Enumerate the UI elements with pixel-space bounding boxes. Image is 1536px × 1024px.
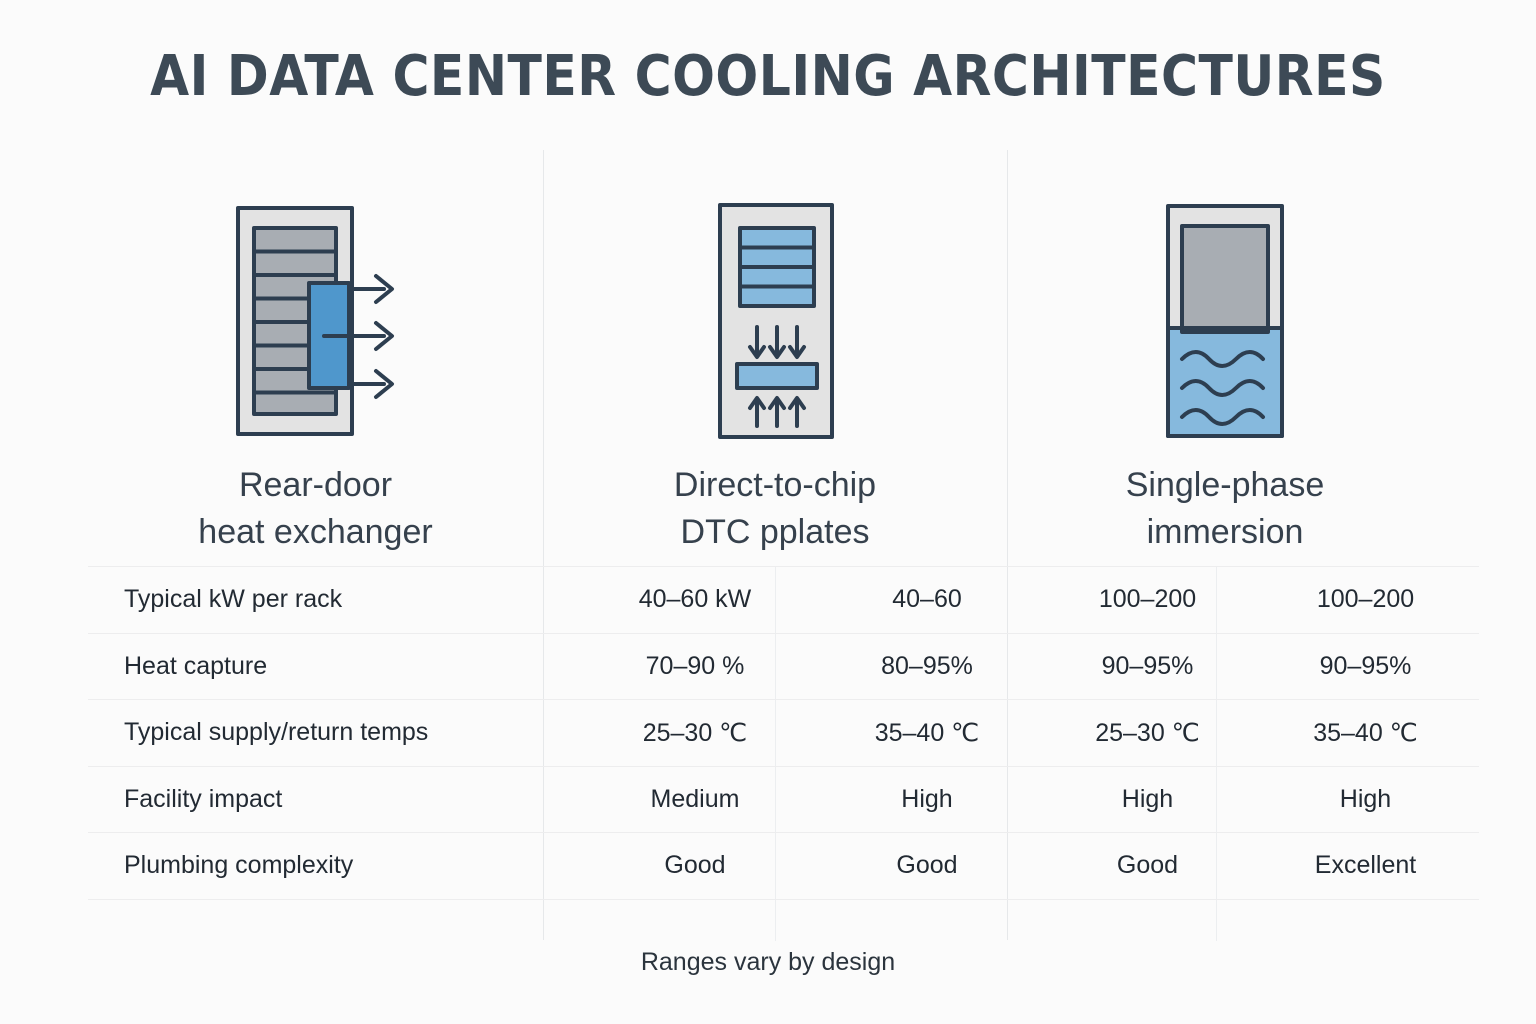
- row-value: 25–30 ℃: [1043, 699, 1252, 766]
- row-value: Good: [811, 832, 1043, 900]
- row-value: 100–200: [1252, 566, 1479, 633]
- row-value: 70–90 %: [579, 632, 811, 700]
- table-row: Heat capture 70–90 % 80–95% 90–95% 90–95…: [88, 632, 1479, 700]
- column-divider-1: [543, 150, 544, 940]
- row-value: High: [811, 765, 1043, 833]
- icon-row: [0, 196, 1536, 446]
- column-heading-line2: immersion: [1146, 513, 1304, 551]
- column-heading-row: Rear-door heat exchanger Direct-to-chip …: [0, 462, 1536, 566]
- icon-slot-direct-to-chip: [543, 196, 1007, 446]
- row-value: 100–200: [1043, 566, 1252, 633]
- icon-slot-immersion: [1007, 196, 1443, 446]
- table-row: Typical supply/return temps 25–30 ℃ 35–4…: [88, 699, 1479, 766]
- row-value: 80–95%: [811, 632, 1043, 700]
- column-heading-line1: Rear-door: [238, 466, 393, 504]
- footnote: Ranges vary by design: [640, 948, 896, 976]
- table-row: Facility impact Medium High High High: [88, 765, 1479, 833]
- page-title: AI DATA CENTER COOLING ARCHITECTURES: [150, 44, 1386, 109]
- row-label: Typical supply/return temps: [88, 699, 579, 766]
- table-row: Typical kW per rack 40–60 kW 40–60 100–2…: [88, 566, 1479, 633]
- row-value: High: [1252, 765, 1479, 833]
- direct-to-chip-cold-plate-icon: [718, 203, 834, 439]
- row-value: Good: [579, 832, 811, 900]
- column-divider-2: [1007, 150, 1008, 940]
- row-value: 40–60: [811, 566, 1043, 633]
- column-heading-line1: Direct-to-chip: [673, 466, 877, 504]
- row-value: Good: [1043, 832, 1252, 900]
- row-label: Heat capture: [88, 632, 579, 700]
- row-label: Typical kW per rack: [88, 566, 579, 633]
- column-heading-direct-to-chip: Direct-to-chip DTC pplates: [543, 462, 1007, 556]
- row-value: Medium: [579, 765, 811, 833]
- row-value: 25–30 ℃: [579, 699, 811, 766]
- row-value: 40–60 kW: [579, 566, 811, 633]
- row-value: 35–40 ℃: [1252, 699, 1479, 766]
- table-row: Plumbing complexity Good Good Good Excel…: [88, 832, 1479, 900]
- comparison-table: Typical kW per rack 40–60 kW 40–60 100–2…: [88, 566, 1479, 900]
- icon-slot-rear-door: [88, 196, 543, 446]
- column-heading-line2: DTC pplates: [680, 513, 870, 551]
- column-heading-immersion: Single-phase immersion: [1007, 462, 1443, 556]
- column-heading-line2: heat exchanger: [198, 513, 433, 551]
- row-value: High: [1043, 765, 1252, 833]
- column-heading-rear-door: Rear-door heat exchanger: [88, 462, 543, 556]
- row-value: 35–40 ℃: [811, 699, 1043, 766]
- row-value: Excellent: [1252, 832, 1479, 900]
- rear-door-heat-exchanger-icon: [235, 206, 394, 436]
- row-label: Facility impact: [88, 765, 579, 833]
- column-heading-line1: Single-phase: [1125, 466, 1325, 504]
- row-value: 90–95%: [1043, 632, 1252, 700]
- single-phase-immersion-tank-icon: [1166, 204, 1284, 438]
- row-value: 90–95%: [1252, 632, 1479, 700]
- row-label: Plumbing complexity: [88, 832, 579, 900]
